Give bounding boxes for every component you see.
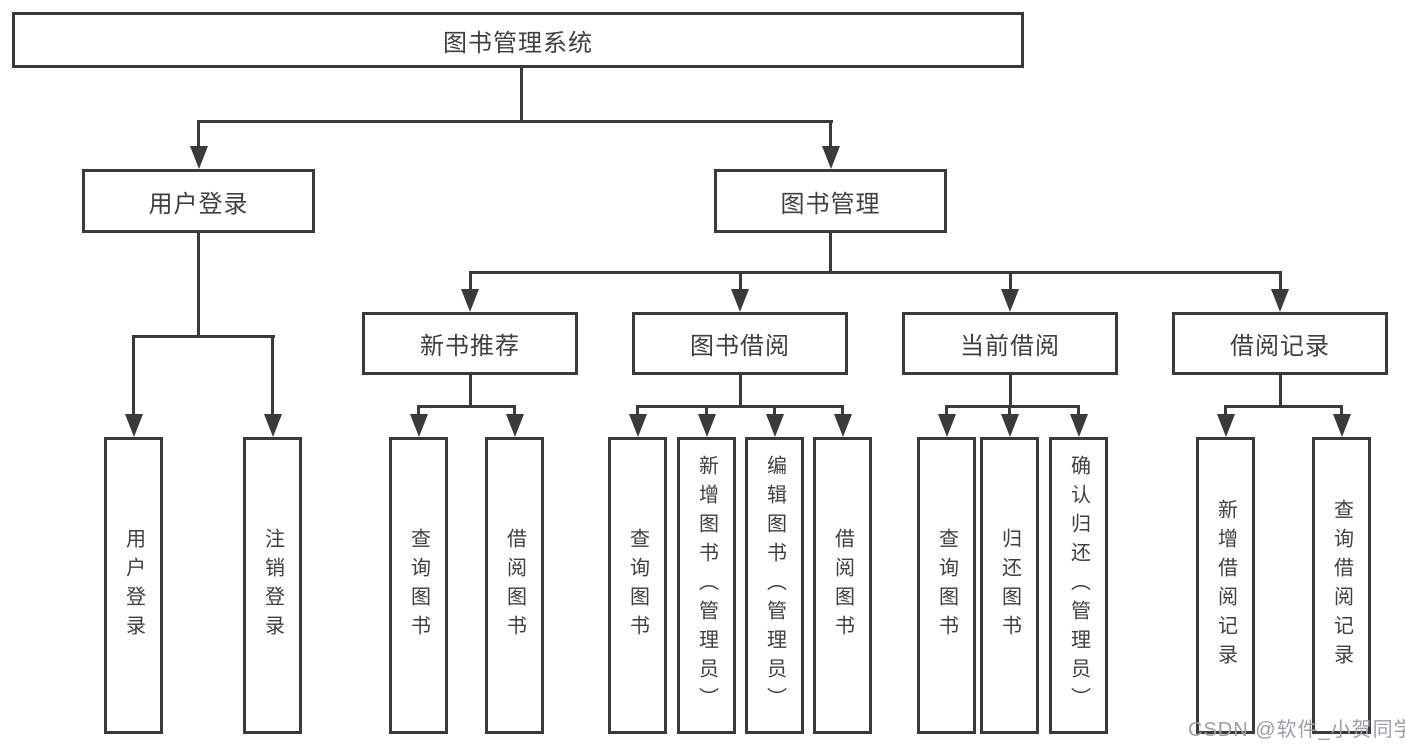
leaf-borrow-books-borrow-label: 借阅图书 [831,527,854,644]
leaf-query-books-current: 查询图书 [917,437,976,734]
leaf-logout-label: 注销登录 [261,527,284,644]
connector-root-stem [519,67,523,122]
arrowhead-return-book-icon [1000,414,1019,437]
node-borrow-records: 借阅记录 [1172,312,1388,375]
connector-recommend-branch [417,405,516,408]
connector-book-borrow-branch [636,405,844,408]
connector-user-login-stem [197,231,200,337]
connector-arrow-add-record-stem [1224,405,1227,416]
leaf-query-borrow-record: 查询借阅记录 [1312,437,1371,734]
arrowhead-borrow-book-icon [833,414,852,437]
connector-borrow-records-branch [1224,405,1343,408]
leaf-add-book-admin: 新增图书（管理员） [677,437,736,734]
arrowhead-recommend-icon [461,289,479,312]
connector-arrow-query-record-stem [1340,405,1343,416]
connector-arrow-borrow-records-stem [1278,271,1282,291]
csdn-watermark: CSDN @软件_小贺同学 [1188,719,1405,741]
arrowhead-leaf-logout-icon [263,414,282,437]
leaf-add-borrow-record-label: 新增借阅记录 [1214,498,1237,673]
arrowhead-book-management-icon [821,146,840,169]
leaf-edit-book-admin: 编辑图书（管理员） [745,437,804,734]
connector-arrow-query-recommend-stem [417,405,420,416]
connector-arrow-query-current-stem [945,405,948,416]
leaf-user-login: 用户登录 [104,437,163,734]
connector-arrow-confirm-return-stem [1077,405,1080,416]
connector-user-login-branch [132,335,275,338]
node-book-management-label: 图书管理 [780,190,881,218]
connector-arrow-leaf-logout-stem [271,335,274,416]
connector-arrow-recommend-stem [468,271,472,291]
connector-arrow-return-book-stem [1008,405,1011,416]
connector-arrow-book-management-stem [829,120,832,148]
connector-book-borrow-stem [738,373,742,407]
arrowhead-current-borrow-icon [1001,289,1019,312]
arrowhead-book-borrow-icon [731,289,749,312]
connector-arrow-query-borrow-stem [636,405,639,416]
connector-arrow-borrow-recommend-stem [513,405,516,416]
leaf-edit-book-admin-label: 编辑图书（管理员） [763,455,786,716]
connector-arrow-current-borrow-stem [1008,271,1012,291]
arrowhead-add-book-icon [697,414,716,437]
node-book-borrow-label: 图书借阅 [690,333,790,360]
node-book-management: 图书管理 [714,169,947,233]
node-current-borrow: 当前借阅 [902,312,1118,375]
arrowhead-confirm-return-icon [1069,414,1088,437]
connector-current-borrow-branch [945,405,1080,408]
leaf-return-book: 归还图书 [980,437,1039,734]
leaf-query-books-borrow: 查询图书 [608,437,667,734]
node-current-borrow-label: 当前借阅 [960,333,1060,360]
connector-borrow-records-stem [1278,373,1282,407]
arrowhead-query-recommend-icon [409,414,428,437]
node-root-label: 图书管理系统 [443,29,593,57]
arrowhead-leaf-user-login-icon [124,414,143,437]
node-root: 图书管理系统 [12,12,1024,68]
connector-arrow-leaf-user-login-stem [132,335,135,416]
arrowhead-query-borrow-icon [628,414,647,437]
arrowhead-borrow-recommend-icon [505,414,524,437]
arrowhead-query-record-icon [1332,414,1351,437]
arrowhead-user-login-icon [189,146,208,169]
leaf-add-book-admin-label: 新增图书（管理员） [695,455,718,716]
connector-book-management-stem [829,231,832,273]
leaf-logout: 注销登录 [243,437,302,734]
connector-arrow-borrow-book-stem [841,405,844,416]
leaf-confirm-return-admin-label: 确认归还（管理员） [1067,455,1090,716]
leaf-borrow-books-recommend: 借阅图书 [485,437,544,734]
connector-level3-branch [468,271,1282,274]
leaf-confirm-return-admin: 确认归还（管理员） [1049,437,1108,734]
connector-recommend-stem [468,373,472,407]
arrowhead-add-record-icon [1216,414,1235,437]
leaf-borrow-books-recommend-label: 借阅图书 [503,527,526,644]
connector-arrow-user-login-stem [197,120,200,148]
node-user-login: 用户登录 [82,169,315,233]
arrowhead-query-current-icon [937,414,956,437]
leaf-return-book-label: 归还图书 [998,527,1021,644]
leaf-add-borrow-record: 新增借阅记录 [1196,437,1255,734]
arrowhead-borrow-records-icon [1271,289,1289,312]
leaf-user-login-label: 用户登录 [122,527,145,644]
connector-arrow-add-book-stem [705,405,708,416]
connector-current-borrow-stem [1008,373,1012,407]
node-new-book-recommend: 新书推荐 [362,312,578,375]
node-user-login-label: 用户登录 [148,190,249,218]
node-new-book-recommend-label: 新书推荐 [420,333,520,360]
leaf-borrow-books-borrow: 借阅图书 [813,437,872,734]
node-book-borrow: 图书借阅 [632,312,848,375]
arrowhead-edit-book-icon [765,414,784,437]
connector-level2-branch [197,120,833,123]
node-borrow-records-label: 借阅记录 [1230,333,1330,360]
connector-arrow-book-borrow-stem [738,271,742,291]
connector-arrow-edit-book-stem [773,405,776,416]
leaf-query-borrow-record-label: 查询借阅记录 [1330,498,1353,673]
leaf-query-books-recommend: 查询图书 [389,437,448,734]
leaf-query-books-recommend-label: 查询图书 [407,527,430,644]
leaf-query-books-current-label: 查询图书 [935,527,958,644]
leaf-query-books-borrow-label: 查询图书 [626,527,649,644]
